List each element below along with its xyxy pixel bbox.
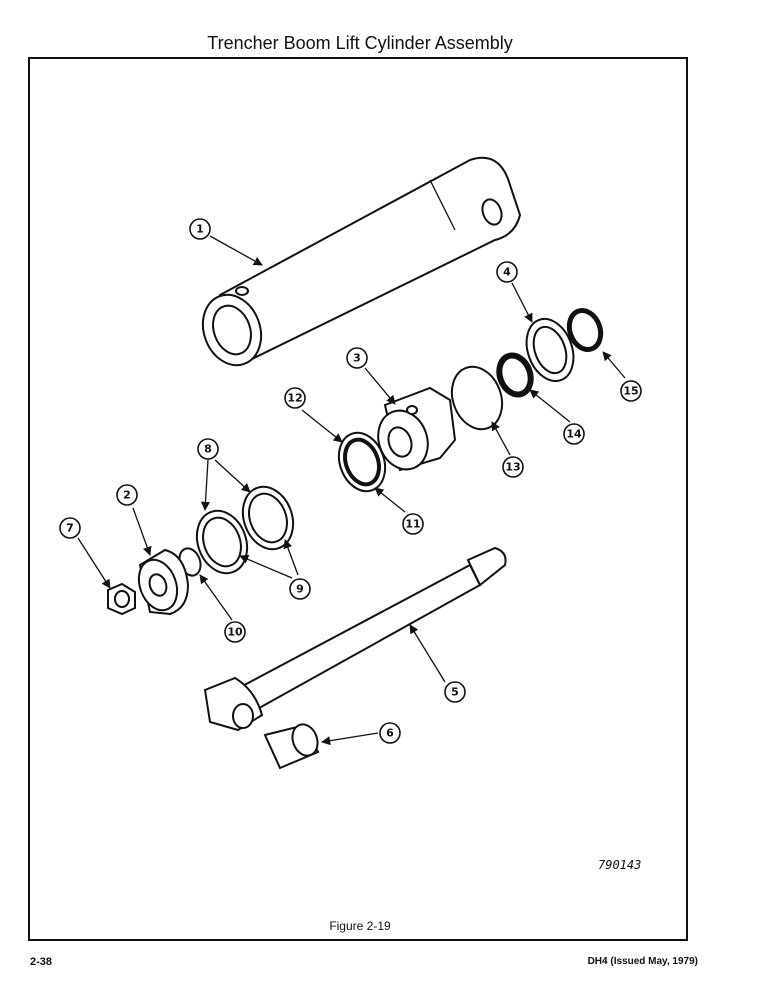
bushing-part: [263, 723, 320, 770]
callout-3: 3: [346, 347, 368, 369]
svg-text:1: 1: [196, 223, 204, 236]
callout-8: 8: [197, 438, 219, 460]
callout-15: 15: [620, 380, 642, 402]
svg-text:2: 2: [123, 489, 131, 502]
issue-note: DH4 (Issued May, 1979): [587, 956, 698, 967]
piston-rod-part: [203, 546, 507, 732]
cylinder-barrel-part: [201, 156, 522, 367]
lock-nut-part: [107, 582, 136, 616]
callout-1: 1: [189, 218, 211, 240]
svg-text:5: 5: [451, 686, 459, 699]
page-title: Trencher Boom Lift Cylinder Assembly: [207, 33, 513, 53]
callout-7: 7: [59, 517, 81, 539]
piston-part: [137, 548, 190, 616]
svg-text:4: 4: [503, 266, 511, 279]
svg-text:12: 12: [287, 392, 302, 405]
svg-text:13: 13: [505, 461, 520, 474]
callout-14: 14: [563, 423, 585, 445]
svg-text:15: 15: [623, 385, 638, 398]
cylinder-head-part: [377, 386, 457, 472]
lock-ring-part: [525, 318, 575, 382]
svg-text:8: 8: [204, 443, 212, 456]
drawing-number: 790143: [598, 858, 642, 872]
callout-2: 2: [116, 484, 138, 506]
svg-text:14: 14: [566, 428, 582, 441]
svg-text:10: 10: [227, 626, 243, 639]
svg-text:3: 3: [353, 352, 361, 365]
svg-text:9: 9: [296, 583, 304, 596]
callout-9: 9: [289, 578, 311, 600]
callout-5: 5: [444, 681, 466, 703]
callout-10: 10: [224, 621, 246, 643]
figure-caption: Figure 2-19: [329, 919, 391, 933]
svg-text:6: 6: [386, 727, 394, 740]
svg-text:11: 11: [405, 518, 420, 531]
svg-text:7: 7: [66, 522, 74, 535]
callout-13: 13: [502, 456, 524, 478]
figure-frame: [28, 57, 688, 941]
wiper-ring-part: [337, 431, 387, 493]
piston-ring-part-b: [195, 509, 249, 575]
callout-6: 6: [379, 722, 401, 744]
leader-lines: [77, 235, 626, 746]
callout-4: 4: [496, 261, 518, 283]
seal-part-14: [496, 352, 534, 398]
o-ring-part-15: [566, 308, 604, 352]
callout-11: 11: [402, 513, 424, 535]
callout-12: 12: [284, 387, 306, 409]
piston-ring-part-a: [241, 485, 295, 551]
page-number: 2-38: [30, 956, 53, 968]
snap-ring-part: [450, 365, 504, 431]
